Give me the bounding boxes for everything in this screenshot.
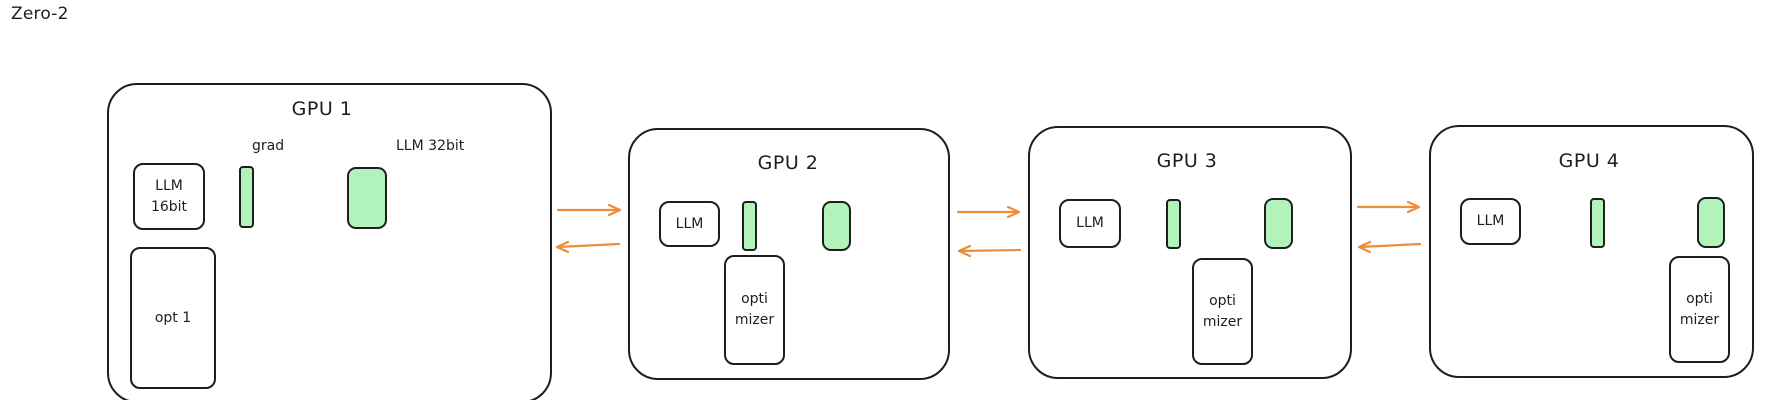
arrow-gpu3-to-gpu2 [958, 248, 1022, 253]
gpu-1-grad-bar [239, 166, 254, 228]
gpu-3-optimizer-label-line1: opti [1209, 292, 1236, 309]
arrow-gpu2-to-gpu1 [556, 242, 621, 249]
gpu-4-grad-bar [1590, 198, 1605, 248]
gpu-3-optimizer-label-line2: mizer [1202, 313, 1243, 330]
gpu-3-llm-box: LLM [1059, 199, 1121, 248]
diagram-title: Zero-2 [11, 4, 69, 24]
gpu-4-label: GPU 4 [1558, 150, 1620, 172]
gpu-1-optimizer-box: opt 1 [130, 247, 216, 389]
gpu-2-box [628, 128, 950, 380]
gpu-4-optimizer-box: opti mizer [1669, 256, 1730, 363]
gpu-3-optimizer-box: opti mizer [1192, 258, 1253, 365]
gpu-2-llm-box: LLM [659, 201, 720, 247]
gpu-3-llm-label: LLM [1076, 215, 1104, 231]
gpu-3-llm-32bit-block [1264, 198, 1293, 249]
gpu-2-llm-label: LLM [675, 215, 704, 232]
gpu-2-grad-bar [742, 201, 757, 251]
arrow-gpu2-to-gpu1-head [555, 240, 570, 254]
grad-label: grad [252, 138, 285, 154]
llm-16bit-label-line1: LLM [155, 177, 183, 194]
gpu-3-box [1028, 126, 1352, 379]
gpu-1-label: GPU 1 [291, 98, 353, 120]
arrow-gpu2-to-gpu3-head [1006, 205, 1021, 219]
gpu-2-label: GPU 2 [757, 152, 819, 174]
gpu-1-llm-16bit-box: LLM 16bit [133, 163, 205, 230]
opt-1-label: opt 1 [154, 309, 192, 326]
gpu-2-optimizer-label-line2: mizer [734, 312, 775, 328]
arrow-gpu1-to-gpu2-head [607, 203, 622, 217]
gpu-1-llm-32bit-block [347, 167, 387, 229]
arrow-gpu4-to-gpu3 [1358, 242, 1422, 249]
gpu-4-llm-label: LLM [1476, 213, 1505, 229]
arrow-gpu3-to-gpu2-head [957, 244, 972, 258]
gpu-3-label: GPU 3 [1156, 150, 1218, 172]
llm-32bit-label: LLM 32bit [396, 138, 465, 154]
gpu-2-llm-32bit-block [822, 201, 851, 251]
gpu-4-llm-32bit-block [1697, 197, 1725, 248]
arrow-gpu3-to-gpu4-head [1406, 200, 1421, 214]
arrow-gpu4-to-gpu3-head [1357, 240, 1372, 254]
gpu-4-optimizer-label-line1: opti [1686, 290, 1713, 307]
gpu-4-optimizer-label-line2: mizer [1679, 311, 1720, 328]
llm-16bit-label-line2: 16bit [150, 198, 188, 215]
gpu-2-optimizer-box: opti mizer [724, 255, 785, 365]
gpu-4-llm-box: LLM [1460, 198, 1521, 245]
gpu-2-optimizer-label-line1: opti [741, 291, 768, 307]
gpu-3-grad-bar [1166, 199, 1181, 249]
